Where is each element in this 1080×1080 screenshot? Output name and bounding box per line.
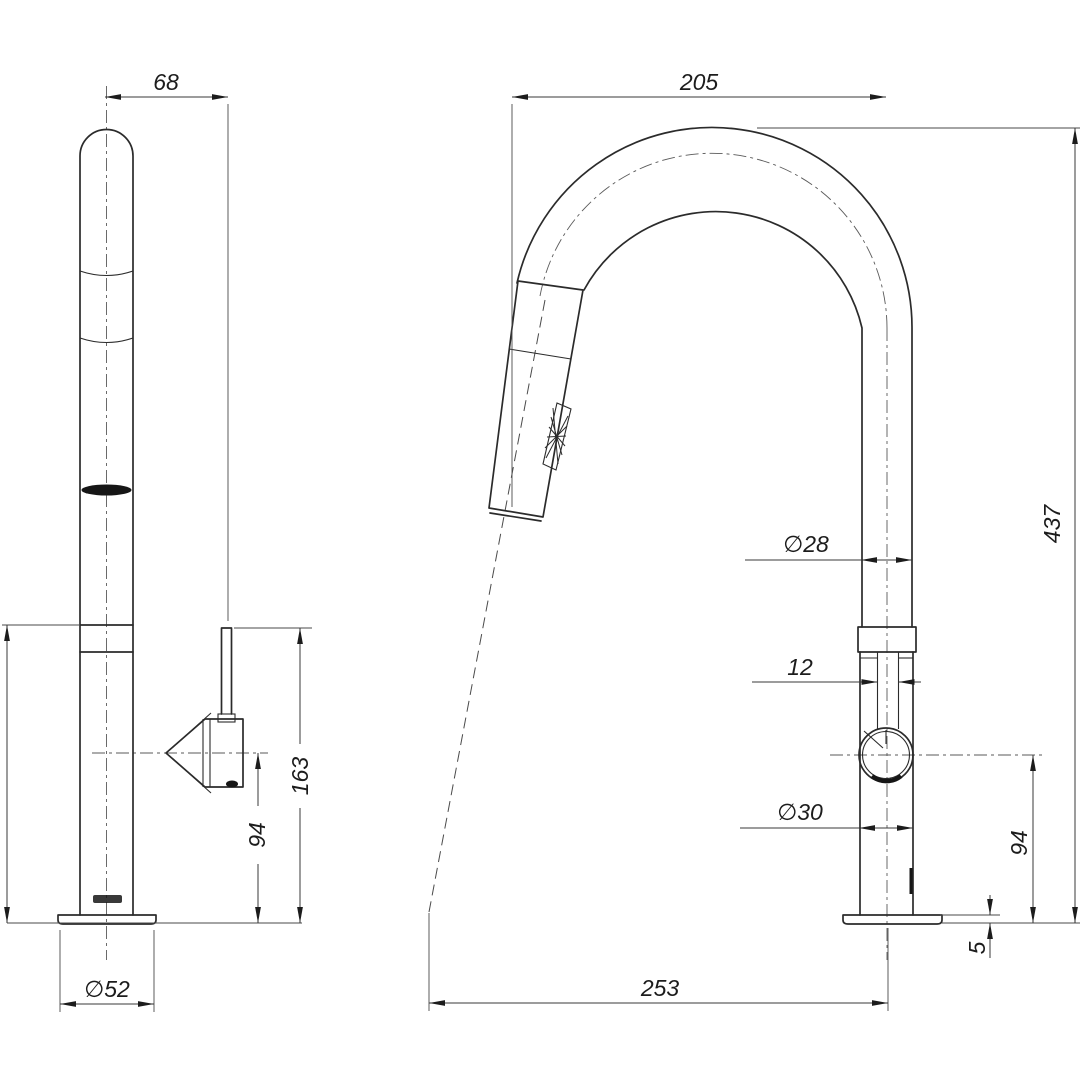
dim-94-side: 94 <box>244 822 270 848</box>
side-lever <box>220 627 233 715</box>
dim-52: ∅52 <box>84 976 130 1002</box>
front-base-plate <box>842 914 943 925</box>
side-handle-chevron-lower <box>171 757 212 794</box>
side-spout-body <box>79 128 134 916</box>
side-handle-chevron-upper <box>171 712 212 749</box>
dim-12: 12 <box>787 654 813 680</box>
side-handle-screw <box>226 780 238 788</box>
front-joint-band <box>857 626 917 653</box>
side-spout-seam-2 <box>79 337 134 344</box>
dim-437: 437 <box>1039 504 1065 544</box>
dimension-labels: 68 205 253 ∅52 ∅28 12 ∅30 94 163 94 437 … <box>84 69 1065 1002</box>
sprayer-clip-hatch <box>542 402 572 471</box>
side-lever-cap <box>217 713 236 723</box>
extension-lines <box>2 104 1080 1012</box>
front-gooseneck-inner <box>583 210 863 628</box>
dim-253: 253 <box>640 975 680 1001</box>
side-view <box>57 128 244 925</box>
front-arc-centerline <box>539 152 888 329</box>
front-gooseneck-outer <box>516 126 913 628</box>
dim-94-front: 94 <box>1006 830 1032 856</box>
sprayer-seam <box>508 348 572 360</box>
front-view <box>488 126 943 925</box>
centerlines <box>92 86 1045 960</box>
sprayer-head <box>488 280 584 518</box>
dim-28: ∅28 <box>783 531 829 557</box>
dimension-lines <box>4 94 1078 1007</box>
dim-5: 5 <box>964 941 990 954</box>
dim-68: 68 <box>153 69 179 95</box>
handle-hub-shadow <box>870 774 903 784</box>
dim-205: 205 <box>679 69 719 95</box>
label-bg-94-side <box>244 806 270 864</box>
sprayer-axis-dashed <box>428 299 546 913</box>
label-bg-163 <box>286 744 314 808</box>
brand-mark <box>93 895 122 903</box>
dim-30: ∅30 <box>777 799 823 825</box>
sprayer-outlet-face <box>489 512 542 522</box>
side-base-plate <box>57 914 157 925</box>
dim-163: 163 <box>287 757 313 796</box>
side-spout-seam-1 <box>79 270 134 277</box>
side-sprayer-outlet-ring <box>81 484 132 496</box>
handle-hub-tick <box>863 730 884 749</box>
